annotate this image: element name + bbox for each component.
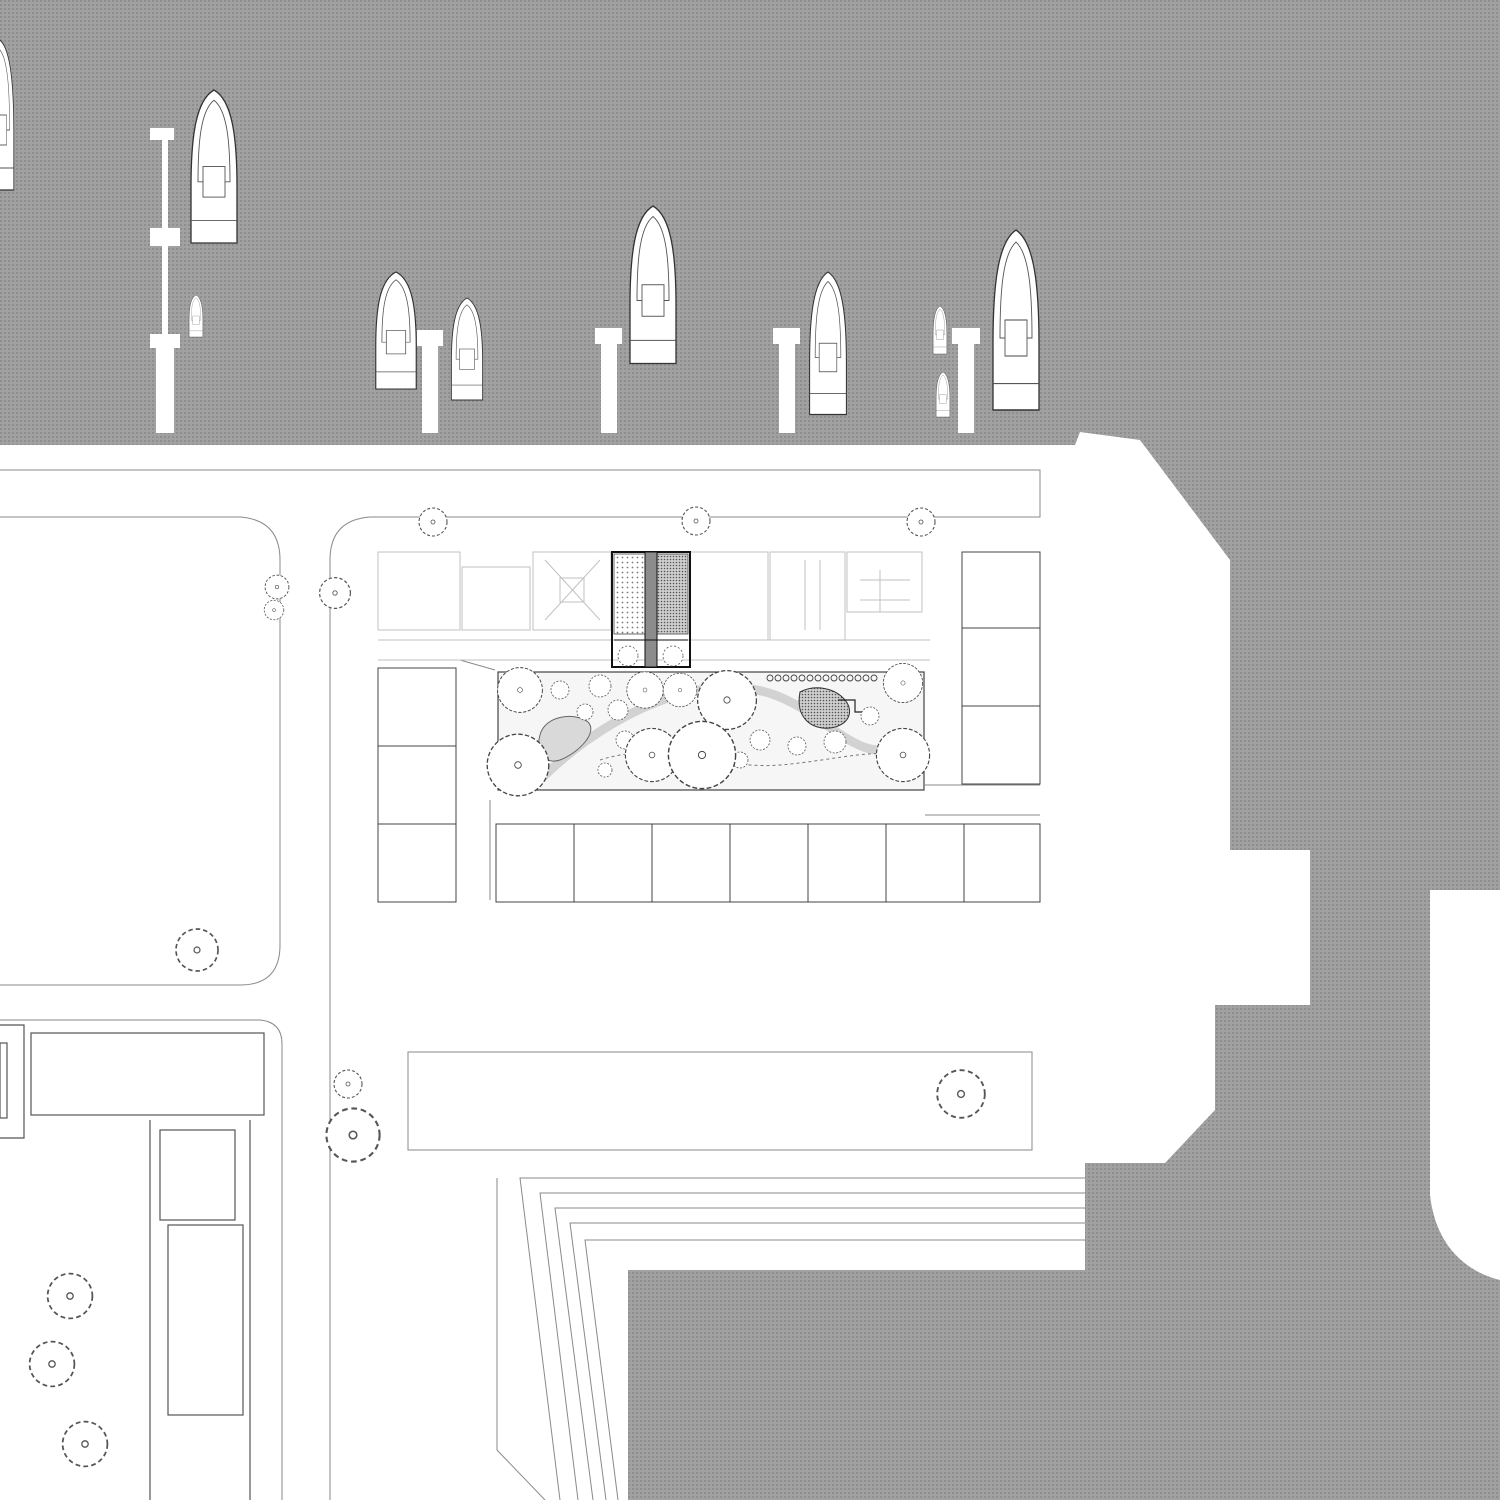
tree-icon — [662, 672, 698, 708]
tree-icon — [667, 720, 737, 790]
tree-icon — [875, 727, 931, 783]
tree-icon — [263, 599, 285, 621]
south-units — [495, 823, 1041, 903]
building — [167, 1224, 244, 1416]
tree-icon — [28, 1340, 76, 1388]
main-block — [377, 551, 1041, 903]
southwest-block-kerb — [0, 1019, 283, 1500]
pier — [952, 328, 980, 433]
tree-icon — [626, 671, 664, 709]
tree-icon — [936, 1069, 986, 1119]
boat-icon — [992, 229, 1040, 411]
east-jetty — [1430, 890, 1500, 1280]
tree-icon — [497, 667, 543, 713]
pier — [595, 328, 622, 433]
tree-icon — [882, 662, 924, 704]
pier — [417, 330, 443, 433]
building — [159, 1129, 236, 1221]
tree-icon — [333, 1069, 363, 1099]
east-units — [961, 551, 1041, 785]
southwest-buildings — [0, 1024, 265, 1500]
building — [30, 1032, 265, 1116]
tree-icon — [696, 669, 758, 731]
boat-icon — [808, 271, 848, 416]
tree-icon — [175, 928, 219, 972]
boat-icon — [190, 89, 238, 244]
tree-icon — [46, 1272, 94, 1320]
pier — [773, 328, 800, 433]
tree-icon — [906, 507, 936, 537]
tree-icon — [264, 574, 290, 600]
highlighted-unit — [611, 551, 691, 668]
piers — [150, 128, 980, 433]
boat-icon — [375, 271, 417, 390]
tree-icon — [681, 506, 711, 536]
boat-icon — [450, 297, 484, 401]
garden-path — [536, 682, 918, 784]
tree-icon — [486, 733, 550, 797]
west-block-kerb — [0, 516, 281, 986]
courtyard-garden — [486, 662, 931, 797]
hedge-row — [766, 674, 878, 682]
tree-icon — [325, 1107, 381, 1163]
pier — [150, 128, 180, 433]
tree-icon — [418, 507, 448, 537]
tree-icon — [61, 1420, 109, 1468]
building — [0, 1042, 8, 1119]
play-area — [798, 687, 850, 729]
long-planter — [407, 1051, 1033, 1151]
west-units — [377, 667, 457, 903]
shrubs — [550, 674, 880, 778]
stepped-sea-wall — [496, 1177, 1085, 1500]
boat-icon — [629, 205, 677, 365]
tree-icon — [318, 576, 352, 610]
